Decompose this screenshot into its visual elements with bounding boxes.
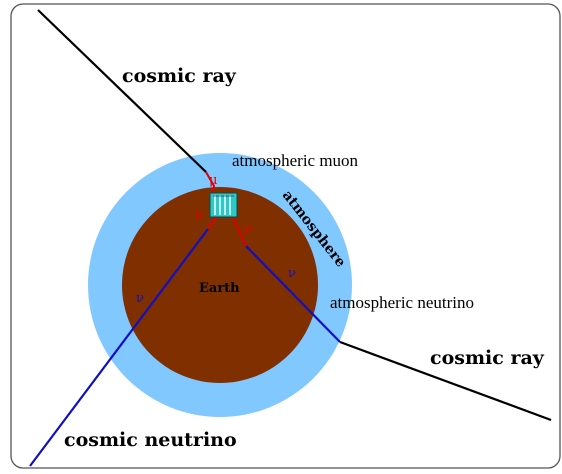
cosmic-ray-track-top [37,9,207,173]
label-cosmic-ray-top: cosmic ray [122,65,237,87]
cosmic-ray-track-right [339,340,552,422]
atmospheric-neutrino-track [245,245,341,343]
earth-disk [122,187,318,383]
label-atmospheric-muon: atmospheric muon [232,151,359,170]
muon-track-right [231,214,247,247]
nu-symbol-right: ν [288,266,296,281]
mu-symbol-left: μ [195,207,203,222]
mu-symbol-right: μ [244,221,252,236]
label-atmospheric-neutrino: atmospheric neutrino [330,293,474,312]
label-cosmic-neutrino: cosmic neutrino [64,429,237,451]
nu-symbol-left: ν [136,291,144,306]
label-cosmic-ray-right: cosmic ray [430,347,545,369]
mu-symbol-top: μ [209,173,217,188]
label-earth: Earth [199,281,240,296]
cosmic-neutrino-track [29,228,209,467]
detector [209,192,238,218]
